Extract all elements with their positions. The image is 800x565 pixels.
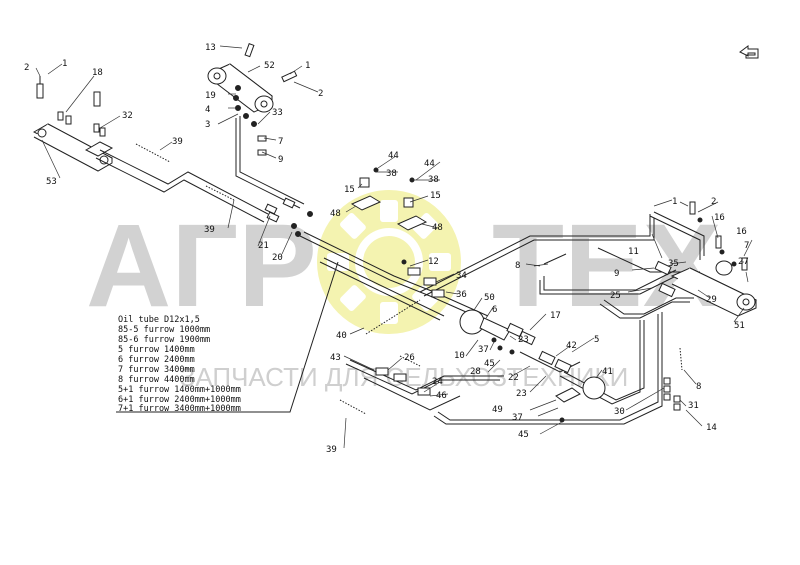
callout: 39 [326, 445, 337, 455]
callout: 11 [628, 247, 639, 257]
callout: 16 [714, 213, 725, 223]
callout: 24 [432, 377, 443, 387]
hydraulic-cylinder-top [207, 43, 298, 156]
callout: 2 [24, 63, 29, 73]
callout: 7 [278, 137, 283, 147]
hose-lines [95, 116, 705, 425]
callout: 50 [484, 293, 495, 303]
accumulator-valves-center [375, 309, 606, 423]
callout: 44 [388, 151, 399, 161]
callout: 42 [566, 341, 577, 351]
callout: 1 [672, 197, 677, 207]
return-arrow-icon [739, 45, 759, 59]
tube-note-line-10: 7+1 furrow 3400mm+1000mm [118, 404, 241, 414]
watermark-brand-right: ТЕХ [492, 200, 722, 332]
callout: 3 [205, 120, 210, 130]
callout: 48 [432, 223, 443, 233]
callout: 37 [512, 413, 523, 423]
callout: 49 [492, 405, 503, 415]
callout: 9 [278, 155, 283, 165]
callout: 29 [706, 295, 717, 305]
callout: 7 [744, 241, 749, 251]
callout: 23 [516, 389, 527, 399]
callout: 1 [62, 59, 67, 69]
tube-note-line-6: 7 furrow 3400mm [118, 365, 195, 375]
callout: 37 [478, 345, 489, 355]
callout: 19 [205, 91, 216, 101]
callout: 23 [518, 335, 529, 345]
callout: 46 [436, 391, 447, 401]
callout: 39 [172, 137, 183, 147]
callout: 17 [550, 311, 561, 321]
callout: 21 [258, 241, 269, 251]
callout: 48 [330, 209, 341, 219]
tube-note-line-2: 85-5 furrow 1000mm [118, 325, 210, 335]
callout: 32 [122, 111, 133, 121]
hydraulic-cylinder-right [654, 201, 758, 411]
callout: 53 [46, 177, 57, 187]
callouts: 2 1 18 32 39 53 13 52 1 2 19 4 3 33 7 9 … [24, 43, 749, 455]
callout: 39 [204, 225, 215, 235]
callout: 36 [456, 290, 467, 300]
tube-note-line-3: 85-6 furrow 1900mm [118, 335, 210, 345]
callout: 6 [492, 305, 497, 315]
callout: 8 [515, 261, 520, 271]
callout: 51 [734, 321, 745, 331]
callout: 14 [706, 423, 717, 433]
tube-note-line-9: 6+1 furrow 2400mm+1000mm [118, 395, 241, 405]
callout: 15 [344, 185, 355, 195]
callout: 34 [456, 271, 467, 281]
tube-note-line-1: Oil tube D12x1,5 [118, 315, 200, 325]
callout: 38 [386, 169, 397, 179]
tube-note: Oil tube D12x1,5 85-5 furrow 1000mm 85-6… [116, 261, 339, 414]
callout: 16 [736, 227, 747, 237]
callout: 45 [484, 359, 495, 369]
callout: 25 [610, 291, 621, 301]
callout: 31 [688, 401, 699, 411]
callout: 43 [330, 353, 341, 363]
callout: 8 [696, 382, 701, 392]
watermark-brand-left: АГР [86, 200, 317, 332]
callout: 2 [711, 197, 716, 207]
callout: 28 [470, 367, 481, 377]
hydraulic-cylinder-left [32, 76, 114, 172]
tube-note-line-8: 5+1 furrow 1400mm+1000mm [118, 385, 241, 395]
fittings-left [264, 197, 313, 237]
callout: 9 [614, 269, 619, 279]
callout: 45 [518, 430, 529, 440]
callout: 40 [336, 331, 347, 341]
callout: 35 [668, 259, 679, 269]
tube-note-line-7: 8 furrow 4400mm [118, 375, 195, 385]
callout: 20 [272, 253, 283, 263]
callout: 52 [264, 61, 275, 71]
watermark: АГР ТЕХ ЗАПЧАСТИ ДЛЯ СЕЛЬХОЗТЕХНИКИ [86, 190, 722, 392]
tube-note-line-5: 6 furrow 2400mm [118, 355, 195, 365]
callout: 26 [404, 353, 415, 363]
callout: 22 [508, 373, 519, 383]
callout: 30 [614, 407, 625, 417]
callouts-extra [653, 199, 673, 207]
callout: 4 [205, 105, 210, 115]
callout: 2 [318, 89, 323, 99]
callout: 27 [738, 257, 749, 267]
callout: 13 [205, 43, 216, 53]
callout: 12 [428, 257, 439, 267]
callout: 38 [428, 175, 439, 185]
hose-guards [135, 143, 683, 415]
callout: 18 [92, 68, 103, 78]
callout: 41 [602, 367, 613, 377]
callout: 44 [424, 159, 435, 169]
tube-note-line-4: 5 furrow 1400mm [118, 345, 195, 355]
callout: 33 [272, 108, 283, 118]
callout: 5 [594, 335, 599, 345]
callout: 1 [305, 61, 310, 71]
callout: 15 [430, 191, 441, 201]
leader-lines [35, 45, 753, 449]
callout: 10 [454, 351, 465, 361]
